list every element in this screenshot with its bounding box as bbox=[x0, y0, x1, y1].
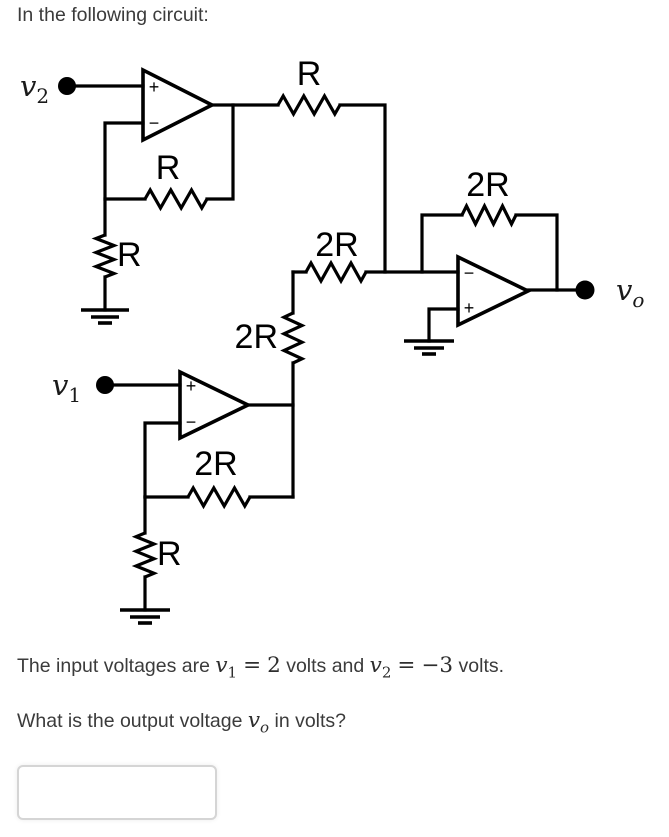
resistor-label: 2R bbox=[315, 226, 358, 264]
opamp-minus-input: − bbox=[186, 412, 197, 432]
resistor-zigzag bbox=[280, 311, 306, 365]
prompt-prefix: What is the output voltage bbox=[17, 710, 248, 732]
ground-symbol-opamp1 bbox=[81, 308, 129, 325]
math-vo: vo bbox=[247, 708, 270, 737]
resistor-label: R bbox=[117, 236, 142, 274]
resistor-from-opamp3-2r: 2R bbox=[235, 311, 306, 365]
resistor-label: 2R bbox=[466, 166, 509, 204]
statement-text: The input voltages are v1=2 volts and v2… bbox=[17, 652, 504, 686]
resistor-to-ground-opamp1: R bbox=[91, 233, 142, 279]
resistor-feedback-opamp1: R bbox=[143, 149, 209, 212]
page-title: In the following circuit: bbox=[17, 4, 209, 26]
prompt-suffix: in volts? bbox=[269, 710, 347, 732]
equals-sign: = bbox=[397, 653, 416, 678]
v2-subscript: 2 bbox=[381, 663, 392, 682]
answer-input[interactable] bbox=[17, 765, 217, 820]
opamp-minus-input: − bbox=[464, 263, 475, 283]
terminal-label: v2 bbox=[20, 69, 49, 108]
circuit-diagram: R R R 2R 2R 2R 2R R bbox=[20, 55, 644, 625]
resistor-to-ground-opamp3: R bbox=[131, 531, 182, 579]
math-v2-equation: v2 =−3 bbox=[369, 653, 454, 682]
wires bbox=[74, 84, 579, 612]
opamp-3: + − bbox=[178, 369, 253, 441]
vo-subscript: o bbox=[260, 718, 270, 737]
terminal-label: v1 bbox=[52, 368, 81, 407]
opamp-1: + − bbox=[141, 67, 216, 143]
resistor-label: 2R bbox=[194, 445, 237, 483]
terminal-v2: v2 bbox=[20, 69, 76, 108]
statement-middle: volts and bbox=[280, 655, 370, 677]
resistor-label: R bbox=[297, 55, 322, 93]
ground-symbol-opamp2 bbox=[404, 339, 454, 356]
opamp-minus-input: − bbox=[149, 113, 160, 133]
resistor-zigzag bbox=[91, 233, 119, 279]
statement-suffix: volts. bbox=[453, 655, 505, 677]
opamp-triangle bbox=[178, 369, 253, 441]
resistor-zigzag bbox=[276, 92, 342, 118]
v1-subscript: 1 bbox=[227, 663, 238, 682]
opamp-plus-input: + bbox=[186, 376, 197, 396]
opamp-2: − + bbox=[456, 254, 533, 328]
wire bbox=[427, 307, 460, 343]
wire bbox=[338, 103, 387, 274]
equals-sign: = bbox=[243, 653, 262, 678]
statement-prefix: The input voltages are bbox=[17, 655, 216, 677]
wire bbox=[514, 213, 559, 292]
opamp-plus-input: + bbox=[464, 298, 475, 318]
wire bbox=[205, 103, 235, 201]
resistor-zigzag bbox=[460, 202, 518, 228]
opamp-plus-input: + bbox=[149, 77, 160, 97]
resistor-feedback-opamp3: 2R bbox=[186, 445, 252, 510]
terminal-label: vo bbox=[616, 273, 644, 312]
resistor-feedback-opamp2: 2R bbox=[460, 166, 518, 228]
wire bbox=[420, 213, 464, 274]
resistor-label: R bbox=[156, 149, 181, 187]
ground-symbol-opamp3 bbox=[120, 608, 170, 625]
prompt-text: What is the output voltage vo in volts? bbox=[17, 707, 346, 741]
v2-value: −3 bbox=[421, 653, 454, 678]
resistor-series-top: R bbox=[276, 55, 342, 118]
resistor-summing-2r: 2R bbox=[304, 226, 368, 285]
resistor-zigzag bbox=[186, 484, 252, 510]
terminal-v1: v1 bbox=[52, 368, 114, 407]
opamp-triangle bbox=[456, 254, 533, 328]
opamp-triangle bbox=[141, 67, 216, 143]
resistor-zigzag bbox=[131, 531, 159, 579]
math-v1-equation: v1 =2 bbox=[215, 653, 281, 682]
v1-symbol: v bbox=[215, 653, 228, 678]
vo-symbol: v bbox=[247, 708, 261, 733]
resistor-zigzag bbox=[143, 186, 209, 212]
wire bbox=[143, 421, 182, 499]
v2-symbol: v bbox=[369, 653, 382, 678]
resistor-label: 2R bbox=[235, 318, 278, 356]
v1-value: 2 bbox=[267, 653, 281, 678]
terminal-dot bbox=[575, 280, 595, 300]
terminal-dot bbox=[96, 376, 114, 394]
resistor-label: R bbox=[157, 535, 182, 573]
terminal-dot bbox=[58, 77, 76, 95]
terminal-vo: vo bbox=[575, 273, 644, 312]
resistor-zigzag bbox=[304, 259, 368, 285]
wire bbox=[103, 121, 145, 237]
